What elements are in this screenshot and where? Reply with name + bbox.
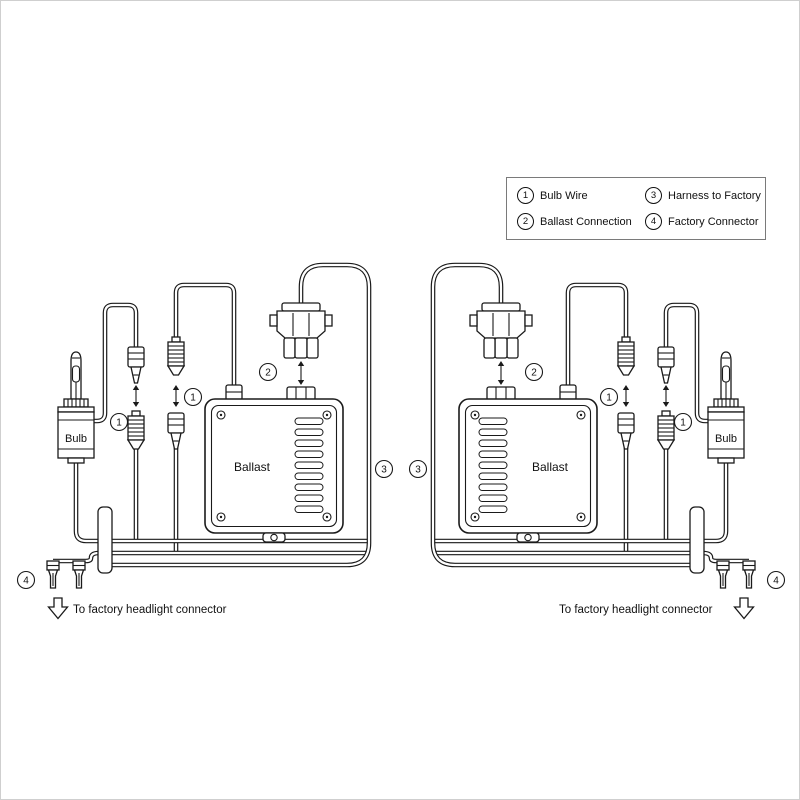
- svg-text:3: 3: [415, 465, 421, 476]
- ballast-topleft-connector: [225, 384, 243, 401]
- svg-text:1: 1: [116, 418, 122, 429]
- ballast-box: [204, 398, 344, 543]
- screw-icon: [216, 512, 226, 522]
- callout-bulb-wire: 1: [673, 412, 693, 432]
- svg-text:3: 3: [381, 465, 387, 476]
- callout-harness-to-factory: 3: [408, 459, 428, 479]
- ballast-input-wire: [176, 285, 234, 387]
- bulb-connector-pair-2: [166, 336, 186, 450]
- connect-arrow-icon: [297, 361, 305, 385]
- svg-text:4: 4: [23, 576, 29, 587]
- labels-layer: Bulb Ballast Bulb Ballast To factory hea…: [16, 362, 786, 620]
- spade-terminal: [72, 560, 86, 589]
- callout-bulb-wire: 1: [183, 387, 203, 407]
- left-diagram: [46, 265, 369, 589]
- svg-text:1: 1: [606, 393, 612, 404]
- svg-text:1: 1: [680, 418, 686, 429]
- legend-item-harness-to-factory: 3 Harness to Factory: [645, 187, 761, 204]
- mount-tab: [262, 532, 286, 543]
- ballast-label: Ballast: [234, 460, 271, 474]
- spade-terminal: [46, 560, 60, 589]
- caption-text: To factory headlight connector: [73, 604, 227, 616]
- svg-text:2: 2: [531, 368, 537, 379]
- legend-number-badge: 2: [517, 213, 534, 230]
- caption-text: To factory headlight connector: [559, 604, 713, 616]
- legend-number-badge: 1: [517, 187, 534, 204]
- wire-clamp: [97, 506, 113, 574]
- mount-hole: [270, 533, 278, 542]
- svg-text:2: 2: [265, 368, 271, 379]
- callout-bulb-wire: 1: [599, 387, 619, 407]
- screw-icon: [322, 410, 332, 420]
- ballast-top-connector: [286, 386, 316, 401]
- callout-harness-to-factory: 3: [374, 459, 394, 479]
- legend-item-label: Harness to Factory: [668, 189, 761, 202]
- bulb-label: Bulb: [715, 433, 737, 445]
- legend-item-factory-connector: 4 Factory Connector: [645, 213, 761, 230]
- connect-arrow-icon: [132, 385, 140, 407]
- down-arrow-icon: [47, 597, 69, 620]
- right-diagram: [433, 265, 755, 588]
- screw-icon: [322, 512, 332, 522]
- bulb-assembly: [57, 351, 95, 464]
- factory-harness-plug: [269, 302, 333, 359]
- bulb-label: Bulb: [65, 433, 87, 445]
- callout-bulb-wire: 1: [109, 412, 129, 432]
- callout-factory-connector: 4: [16, 570, 36, 590]
- svg-text:4: 4: [773, 576, 779, 587]
- legend-box: 1 Bulb Wire 2 Ballast Connection 3 Harne…: [506, 177, 766, 240]
- callout-factory-connector: 4: [766, 570, 786, 590]
- svg-text:1: 1: [190, 393, 196, 404]
- ballast-label: Ballast: [532, 460, 569, 474]
- bulb-connector-pair-1: [126, 346, 146, 450]
- legend-number-badge: 4: [645, 213, 662, 230]
- legend-item-label: Ballast Connection: [540, 215, 632, 228]
- screw-icon: [216, 410, 226, 420]
- callout-ballast-connection: 2: [258, 362, 278, 382]
- legend-item-label: Bulb Wire: [540, 189, 588, 202]
- down-arrow-icon: [733, 597, 755, 620]
- ballast-fins: [294, 417, 324, 513]
- legend-item-bulb-wire: 1 Bulb Wire: [517, 187, 639, 204]
- connect-arrow-icon: [172, 385, 180, 407]
- callout-ballast-connection: 2: [524, 362, 544, 382]
- legend-item-ballast-connection: 2 Ballast Connection: [517, 213, 639, 230]
- legend-item-label: Factory Connector: [668, 215, 759, 228]
- legend-number-badge: 3: [645, 187, 662, 204]
